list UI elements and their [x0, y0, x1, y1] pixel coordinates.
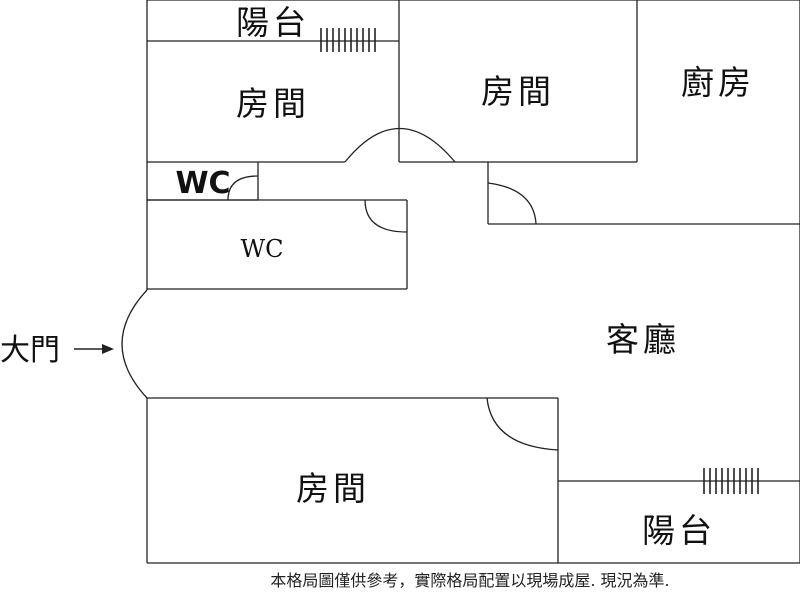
door-arcs: [121, 128, 559, 451]
label-wc-large: WC: [240, 235, 283, 263]
label-living-room: 客廳: [606, 320, 680, 359]
label-bedroom-upper-left: 房間: [236, 84, 310, 123]
entrance-arrow: [74, 344, 114, 354]
railing-bottom: [703, 468, 759, 494]
label-balcony-top: 陽台: [236, 3, 310, 42]
label-bedroom-lower: 房間: [296, 469, 370, 508]
outer-walls: [146, 0, 800, 564]
disclaimer-note: 本格局圖僅供參考，實際格局配置以現場成屋. 現況為準.: [270, 571, 669, 590]
railing-top: [320, 28, 376, 52]
door-arc-lower-bedroom: [486, 397, 559, 451]
door-arc-main-entrance: [121, 289, 148, 399]
label-wc-small: WC: [175, 166, 230, 201]
door-arc-large-wc: [364, 199, 408, 233]
door-arc-upper-bedrooms: [344, 128, 456, 163]
label-bedroom-upper-middle: 房間: [481, 72, 555, 111]
label-balcony-bottom: 陽台: [642, 511, 716, 550]
door-arc-kitchen: [487, 182, 537, 225]
interior-walls: [147, 0, 800, 563]
label-main-door: 大門: [0, 333, 60, 368]
door-arc-small-wc: [227, 175, 259, 201]
label-kitchen: 廚房: [681, 63, 755, 102]
